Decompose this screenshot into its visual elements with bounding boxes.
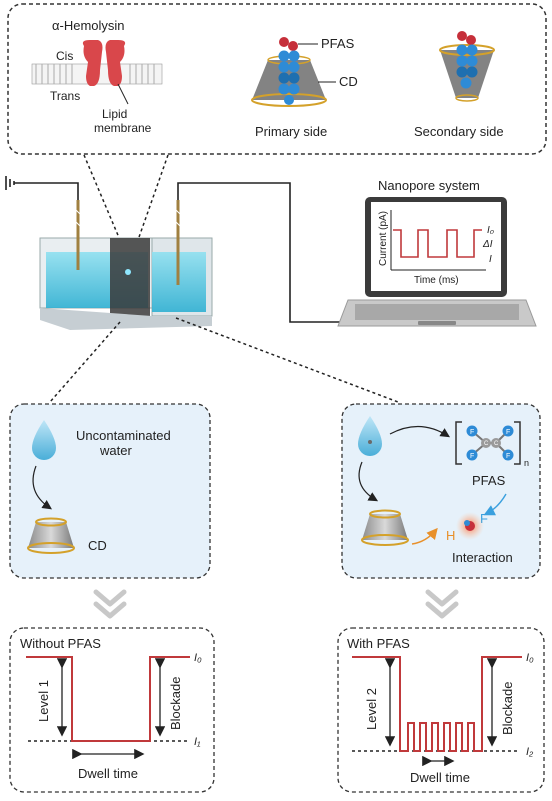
pfas-molecule: [455, 421, 521, 465]
pfas-subscript-n: n: [524, 458, 529, 468]
atom-f-1: F: [470, 429, 474, 436]
lipid-pointer: [117, 83, 129, 105]
atom-c-1: C: [484, 441, 489, 447]
arrow-cd-to-h: [411, 527, 438, 545]
laptop-title: Nanopore system: [378, 178, 480, 193]
blockade-label-right: Blockade: [500, 682, 515, 735]
zoom-leader-left: [83, 154, 121, 241]
trace-without-pfas: [26, 656, 190, 742]
left-curved-arrow: [32, 465, 52, 510]
interaction-label: Interaction: [452, 550, 513, 565]
top-panel-frame: [7, 3, 547, 155]
bottom-left-frame: [9, 627, 215, 793]
level2-label: Level 2: [364, 688, 379, 730]
chevron-down-icon-left: [93, 589, 127, 619]
lipid-label-line1: Lipid: [102, 107, 127, 121]
i0-label-right: I₀: [526, 652, 534, 664]
drop-contaminant-dot: [368, 440, 372, 444]
interaction-glow-icon: [456, 512, 484, 540]
arrow-pfas-to-f: [483, 493, 507, 516]
cd-primary-side: [251, 37, 327, 107]
laptop-y-label: Current (pA): [378, 211, 389, 266]
cd-label-left: CD: [88, 538, 107, 553]
bottom-right-frame: [337, 627, 545, 793]
chevron-down-icon-right: [425, 589, 459, 619]
bath-leader-left: [49, 321, 121, 403]
ground-symbol: [5, 176, 15, 190]
pfas-label-right: PFAS: [472, 473, 506, 488]
uncontaminated-label-line1: Uncontaminated: [76, 428, 171, 443]
atom-c-2: C: [494, 441, 499, 447]
cd-icon-right: [361, 509, 409, 546]
h-label: H: [446, 528, 455, 543]
f-label: F: [480, 511, 488, 526]
arrow-to-pfas: [389, 425, 451, 438]
trans-label: Trans: [50, 89, 80, 103]
i2-label-right: I₂: [526, 746, 534, 758]
laptop-square-trace: [393, 229, 482, 258]
trace-with-pfas: [352, 656, 522, 752]
level1-label: Level 1: [36, 680, 51, 722]
laptop-i0-label: I₀: [487, 225, 494, 236]
i0-label-left: I₀: [194, 652, 202, 664]
zoom-leader-right: [137, 154, 169, 241]
cis-label: Cis: [56, 49, 73, 63]
atom-f-3: F: [506, 429, 510, 436]
dwell-label-left: Dwell time: [78, 766, 138, 781]
dwell-label-right: Dwell time: [410, 770, 470, 785]
laptop-x-label: Time (ms): [414, 275, 459, 286]
i1-label-left: I₁: [194, 736, 201, 748]
hemolysin-title: α-Hemolysin: [52, 18, 125, 33]
electrolyte-bath: [39, 237, 213, 330]
uncontaminated-label-line2: water: [99, 443, 132, 458]
primary-side-label: Primary side: [255, 124, 327, 139]
electrode-left: [75, 200, 81, 270]
arrow-to-cd: [358, 461, 379, 502]
lipid-label-line2: membrane: [94, 121, 152, 135]
water-drop-pfas-icon: [358, 416, 382, 456]
blockade-label-left: Blockade: [168, 677, 183, 730]
cd-label-top: CD: [339, 74, 358, 89]
pfas-label-top: PFAS: [321, 36, 355, 51]
secondary-side-label: Secondary side: [414, 124, 504, 139]
hemolysin-pore: [82, 40, 126, 86]
laptop-delta-i-label: ΔI: [482, 239, 493, 250]
atom-f-2: F: [470, 453, 474, 460]
bath-leader-right: [175, 317, 399, 403]
electrode-right: [175, 200, 181, 285]
without-pfas-title: Without PFAS: [20, 636, 101, 651]
water-drop-icon: [32, 420, 56, 460]
laptop-i-label: I: [489, 254, 492, 265]
wire-left: [14, 182, 79, 240]
laptop: [337, 197, 537, 327]
cd-icon-left: [27, 517, 75, 554]
atom-f-4: F: [506, 453, 510, 460]
with-pfas-title: With PFAS: [347, 636, 410, 651]
cd-secondary-side: [439, 31, 495, 102]
